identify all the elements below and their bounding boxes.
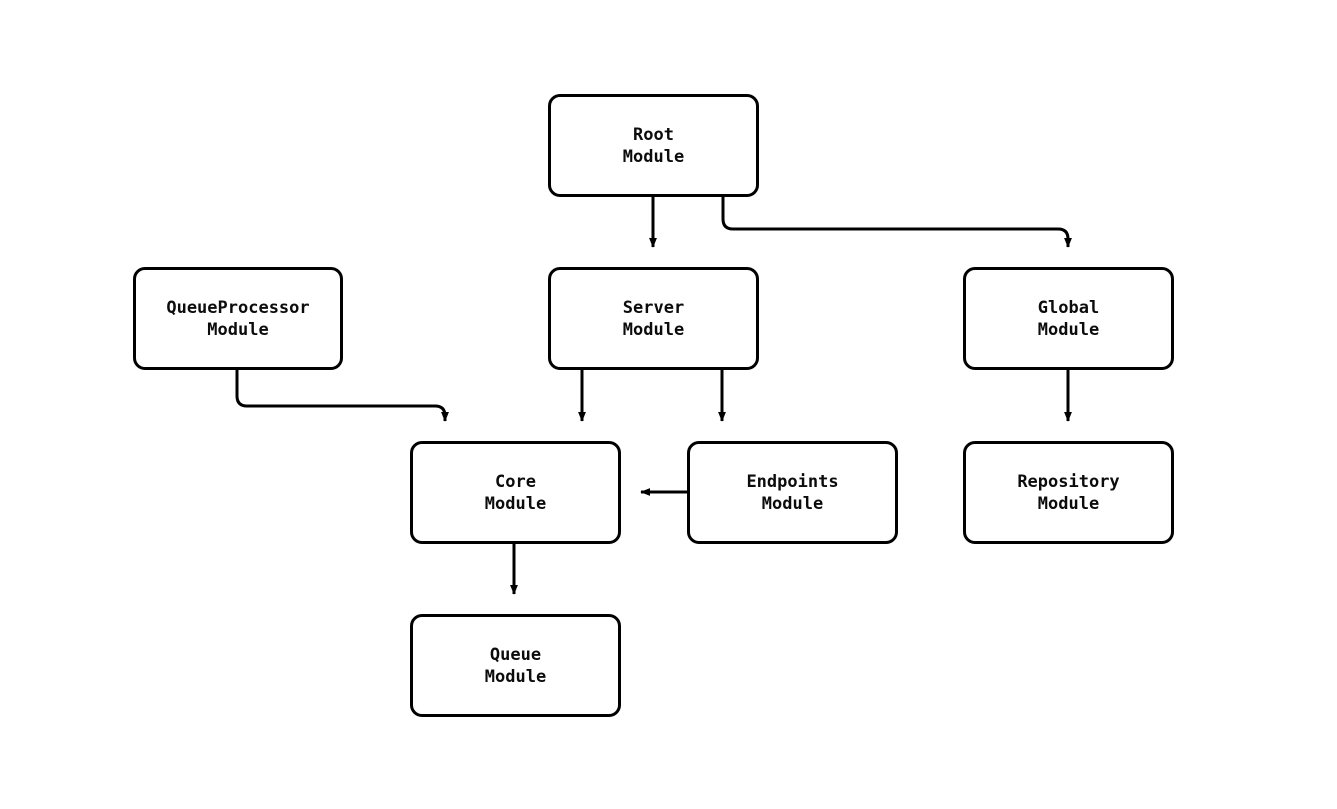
node-server-module[interactable]: Server Module [548, 267, 759, 370]
node-queueprocessor-module[interactable]: QueueProcessor Module [133, 267, 343, 370]
node-repository-module[interactable]: Repository Module [963, 441, 1174, 544]
node-label: Server Module [622, 297, 685, 340]
node-endpoints-module[interactable]: Endpoints Module [687, 441, 898, 544]
node-core-module[interactable]: Core Module [410, 441, 621, 544]
node-label: Root Module [622, 124, 685, 167]
node-global-module[interactable]: Global Module [963, 267, 1174, 370]
node-queue-module[interactable]: Queue Module [410, 614, 621, 717]
node-label: QueueProcessor Module [166, 297, 310, 340]
node-label: Global Module [1037, 297, 1100, 340]
node-label: Queue Module [484, 644, 547, 687]
node-label: Repository Module [1017, 471, 1120, 514]
node-label: Endpoints Module [746, 471, 839, 514]
edge-root-to-global [721, 197, 1072, 248]
node-label: Core Module [484, 471, 547, 514]
node-root-module[interactable]: Root Module [548, 94, 759, 197]
edge-queueprocessor-to-core [235, 370, 449, 422]
